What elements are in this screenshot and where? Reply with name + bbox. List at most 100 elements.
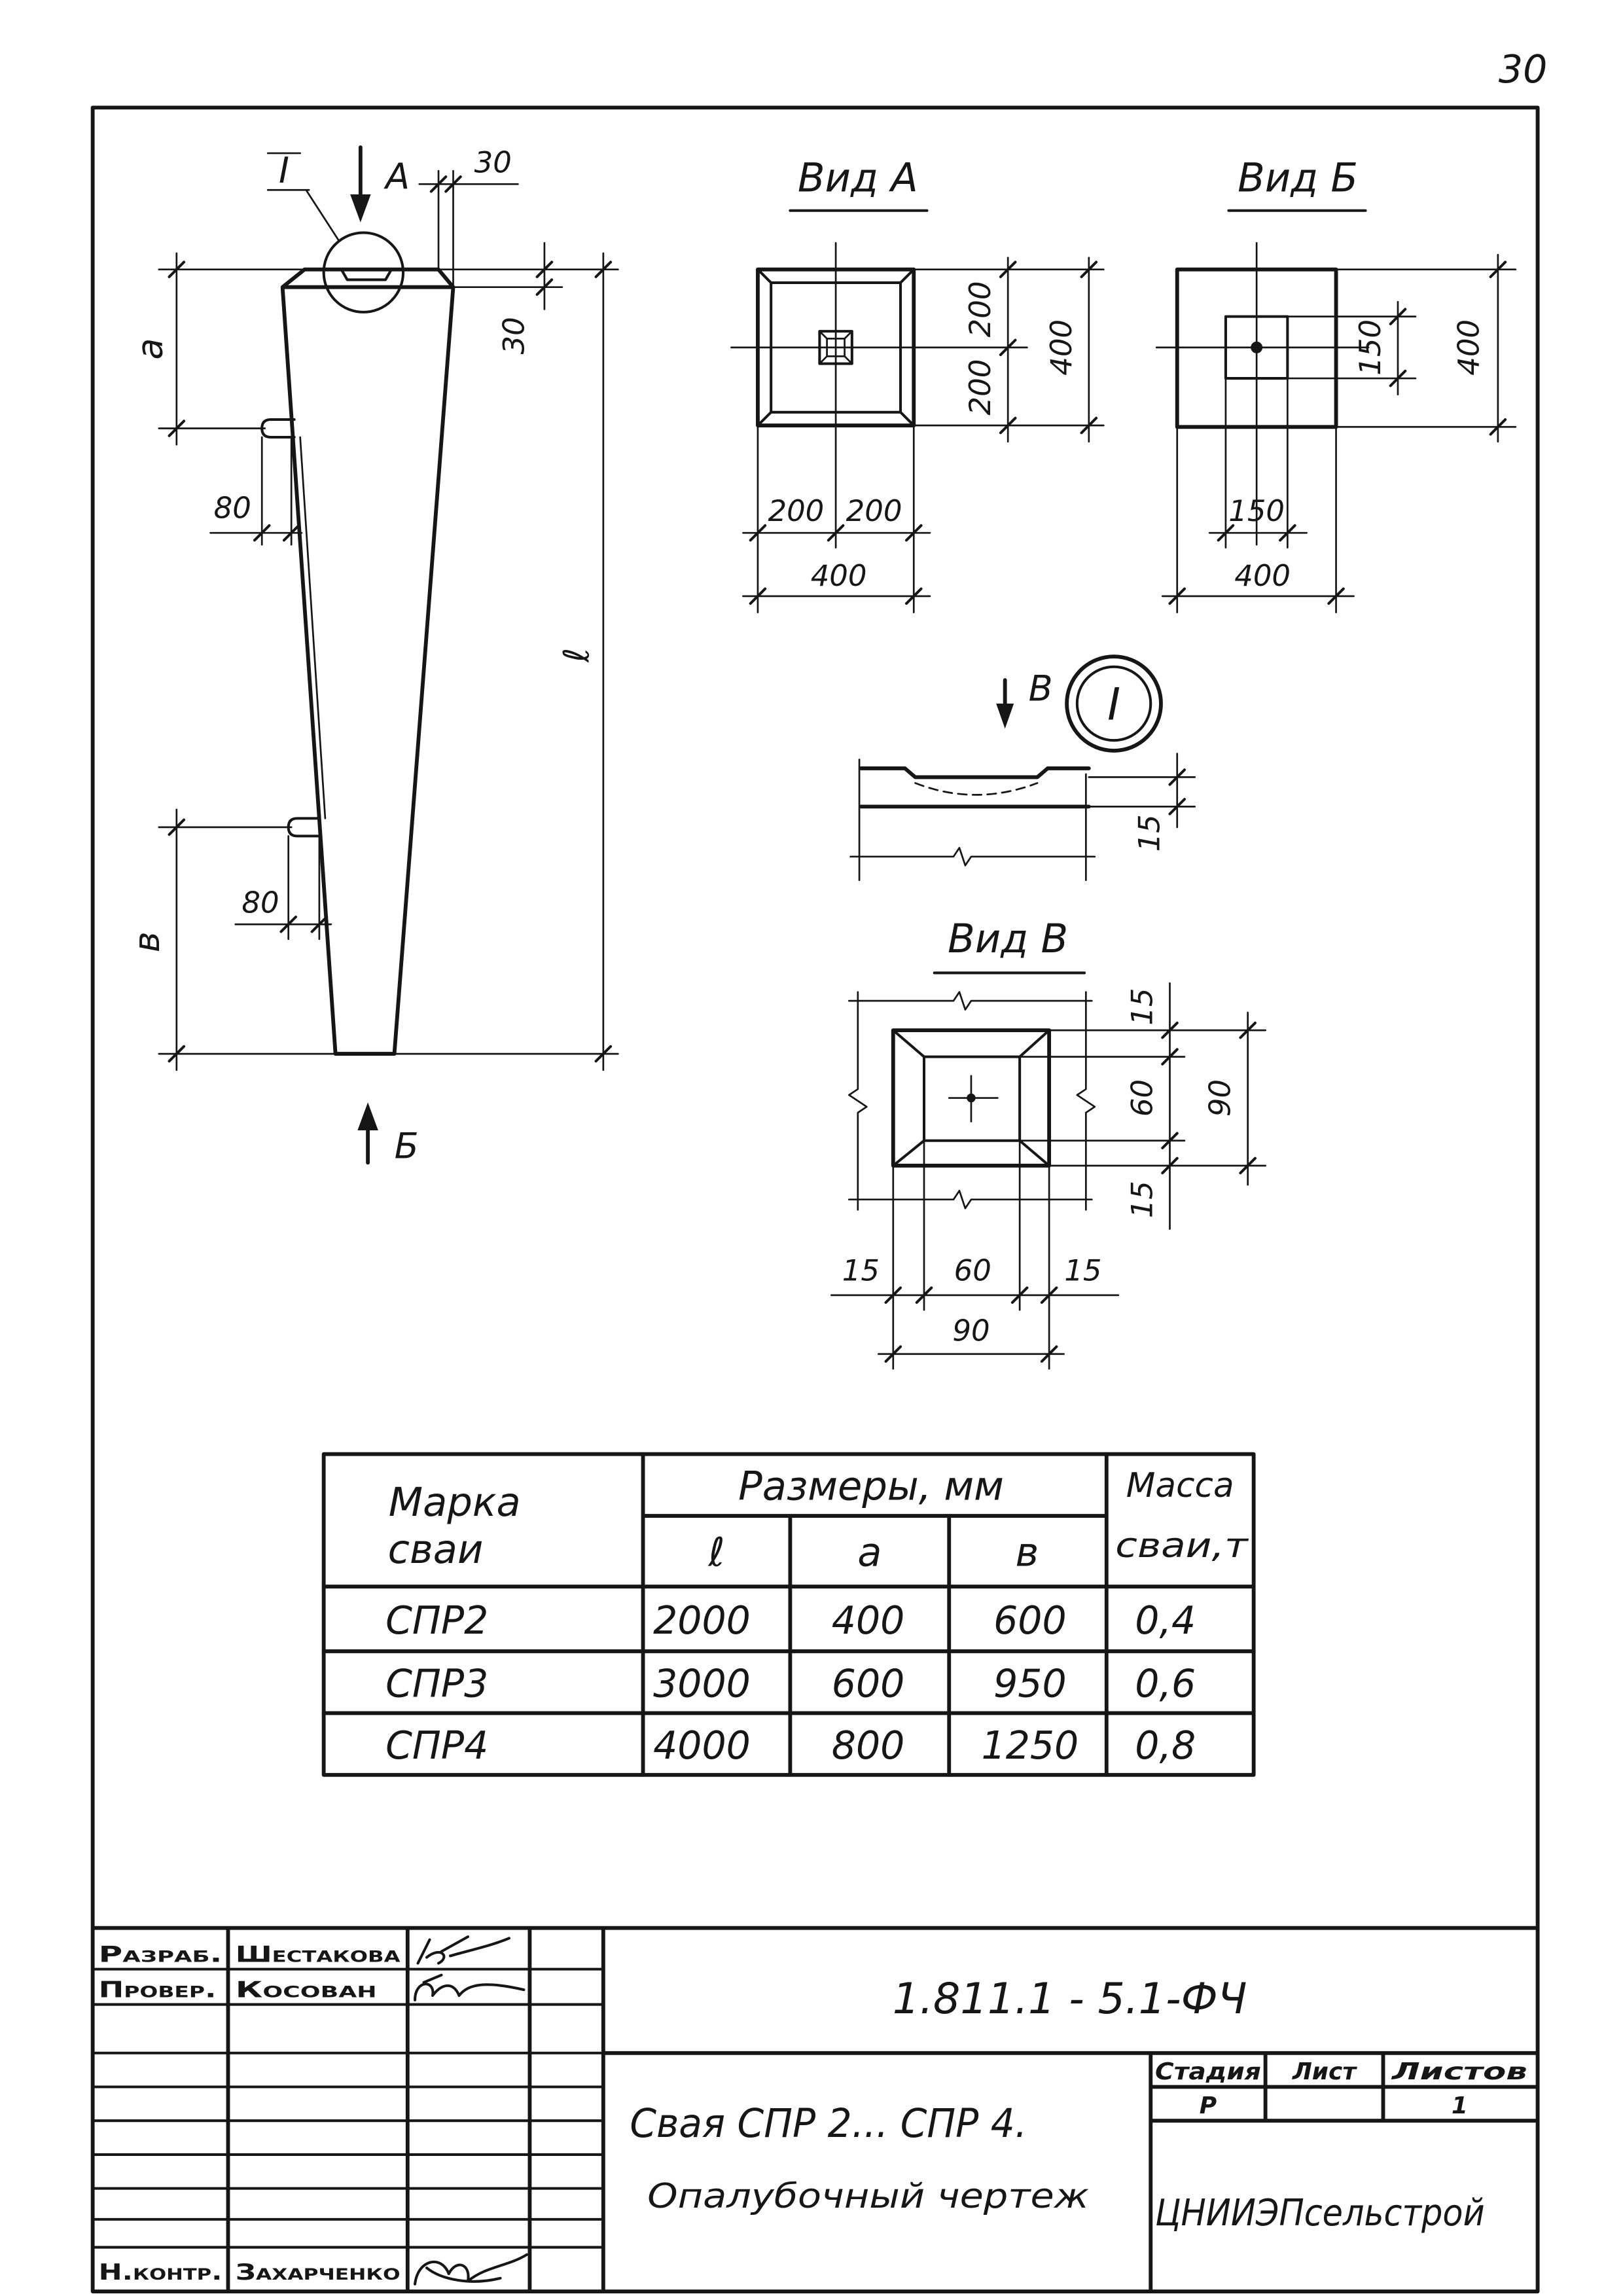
view-v-dim-right-mid: 60 [1125, 1079, 1160, 1117]
view-v: Вид В 15 60 15 90 15 60 15 90 [830, 916, 1266, 1370]
table-cell-b: 1250 [982, 1723, 1079, 1768]
view-b-dimension-lines [1155, 242, 1517, 613]
table-cell-l: 3000 [653, 1662, 751, 1706]
pile-dimension-ticks [168, 175, 613, 1063]
view-a-dimension-lines [730, 242, 1105, 613]
table-header-b: в [1016, 1530, 1039, 1576]
view-arrow-a-label: А [383, 156, 410, 197]
title-block-rows [91, 1967, 605, 2249]
table-cell-l: 4000 [653, 1723, 751, 1768]
detail-i-label: I [1107, 679, 1120, 730]
callout-circle-i [322, 231, 405, 314]
table-row: СПР2 2000 400 600 0,4 [385, 1598, 1196, 1643]
view-a-dim-bottom-total: 400 [811, 558, 867, 593]
table-cell-l: 2000 [653, 1598, 751, 1643]
table-header-mass-line1: Масса [1126, 1466, 1234, 1505]
detail-i: В I 15 [849, 655, 1196, 882]
role-norm-control: Н.контр. [99, 2259, 223, 2285]
view-v-title: Вид В [948, 916, 1068, 962]
table-cell-mark: СПР2 [385, 1598, 488, 1643]
role-checker: Провер. [99, 1977, 217, 2002]
view-arrow-v-label: В [1029, 668, 1053, 709]
table-cell-mass: 0,6 [1135, 1662, 1196, 1706]
stage-header: Стадия [1155, 2058, 1261, 2085]
name-norm-control: Захарченко [236, 2259, 401, 2285]
callout-label-i: I [279, 150, 289, 191]
view-v-dim-bottom-mid: 60 [954, 1253, 991, 1287]
view-a-dim-right-total: 400 [1044, 319, 1079, 376]
pile-dim-top-width: 30 [474, 145, 512, 179]
table-cell-a: 400 [832, 1598, 905, 1643]
view-v-dim-bottom-total: 90 [952, 1314, 990, 1348]
view-a-dimension-ticks [749, 260, 1098, 605]
title-block: Разраб. Шестакова Провер. Косован Н.конт… [90, 1926, 1540, 2293]
table-cell-mark: СПР3 [385, 1662, 488, 1706]
detail-i-outer-circle [1065, 655, 1163, 753]
lifting-loop-bottom [287, 817, 321, 838]
page-number: 30 [1499, 47, 1547, 92]
view-arrow-v-head [996, 703, 1014, 729]
table-cell-b: 950 [993, 1662, 1067, 1706]
table-header-a: а [857, 1530, 882, 1576]
signature-checker [414, 1973, 526, 2001]
view-b-dim-bottom-inner: 150 [1228, 493, 1285, 528]
view-a-dim-right-bottom: 200 [963, 359, 997, 416]
pile-dim-length: ℓ [556, 648, 597, 663]
pile-dim-b: в [126, 931, 168, 952]
table-header-dimensions: Размеры, мм [738, 1463, 1004, 1509]
detail-i-inner-circle [1075, 665, 1152, 742]
table-row: СПР3 3000 600 950 0,6 [385, 1662, 1196, 1706]
table-cell-a: 800 [832, 1723, 905, 1768]
pile-top-recess [340, 268, 393, 281]
detail-i-dimension-ticks [1168, 768, 1186, 816]
table-header-l: ℓ [707, 1530, 724, 1576]
pile-outline [280, 267, 455, 1056]
title-block-grid [90, 1926, 1540, 2293]
view-a-dim-bottom-left: 200 [768, 493, 824, 528]
view-v-inner-square [922, 1055, 1022, 1142]
detail-i-section [859, 766, 1091, 809]
sheets-header: Листов [1391, 2058, 1527, 2085]
view-v-center-dot [967, 1093, 976, 1103]
table-grid [321, 1452, 1256, 1777]
table-header-mass-line2: сваи,т [1115, 1526, 1249, 1566]
view-a-recess-chamfers [819, 330, 853, 365]
drawing-title-line1: Свая СПР 2... СПР 4. [630, 2101, 1027, 2147]
table-row: СПР4 4000 800 1250 0,8 [385, 1723, 1196, 1768]
table-header-mark-line2: сваи [388, 1527, 484, 1573]
view-v-dimension-ticks [884, 1021, 1257, 1363]
lifting-loop-top [260, 418, 296, 439]
pile-schedule-table: Марка сваи Размеры, мм ℓ а в Масса сваи,… [321, 1452, 1256, 1777]
view-b-dim-right-total: 400 [1452, 319, 1486, 376]
role-developer: Разраб. [99, 1941, 223, 1967]
detail-i-break-lines [849, 759, 1096, 882]
view-v-dim-right-bottom: 15 [1125, 1181, 1160, 1218]
view-a-dim-right-top: 200 [963, 281, 997, 337]
sheets-value: 1 [1452, 2092, 1468, 2119]
view-v-dim-bottom-right: 15 [1064, 1253, 1101, 1287]
table-header-mark-line1: Марка [389, 1480, 521, 1526]
view-arrow-a-head [350, 194, 371, 223]
signature-norm-control [414, 2253, 528, 2286]
view-a: Вид А 200 200 400 200 200 400 [730, 156, 1105, 613]
pile-dim-chamfer: 30 [496, 317, 531, 354]
view-a-dim-bottom-right: 200 [846, 493, 902, 528]
name-developer: Шестакова [236, 1941, 401, 1967]
table-cell-mass: 0,8 [1135, 1723, 1196, 1768]
view-arrow-b-label: Б [395, 1126, 419, 1167]
document-code: 1.811.1 - 5.1-ФЧ [893, 1974, 1247, 2024]
view-a-chamfer-lines [756, 268, 916, 427]
drawing-title-line2: Опалубочный чертеж [647, 2177, 1089, 2216]
view-v-dim-right-top: 15 [1125, 988, 1160, 1026]
stage-value: Р [1200, 2092, 1217, 2119]
detail-i-dim-height: 15 [1132, 814, 1167, 852]
callout-leader-i [266, 152, 340, 242]
view-b-dim-right-inner: 150 [1353, 319, 1387, 376]
view-b: Вид Б 150 400 150 400 [1155, 156, 1517, 613]
pile-elevation: I А Б 30 30 а 80 ℓ 80 в [126, 145, 619, 1167]
view-v-chamfer-lines [891, 1029, 1051, 1168]
view-b-dim-bottom-total: 400 [1234, 558, 1291, 593]
loop-rod-line [299, 436, 327, 819]
view-arrow-b-head [357, 1102, 378, 1131]
table-cell-mass: 0,4 [1135, 1598, 1196, 1643]
